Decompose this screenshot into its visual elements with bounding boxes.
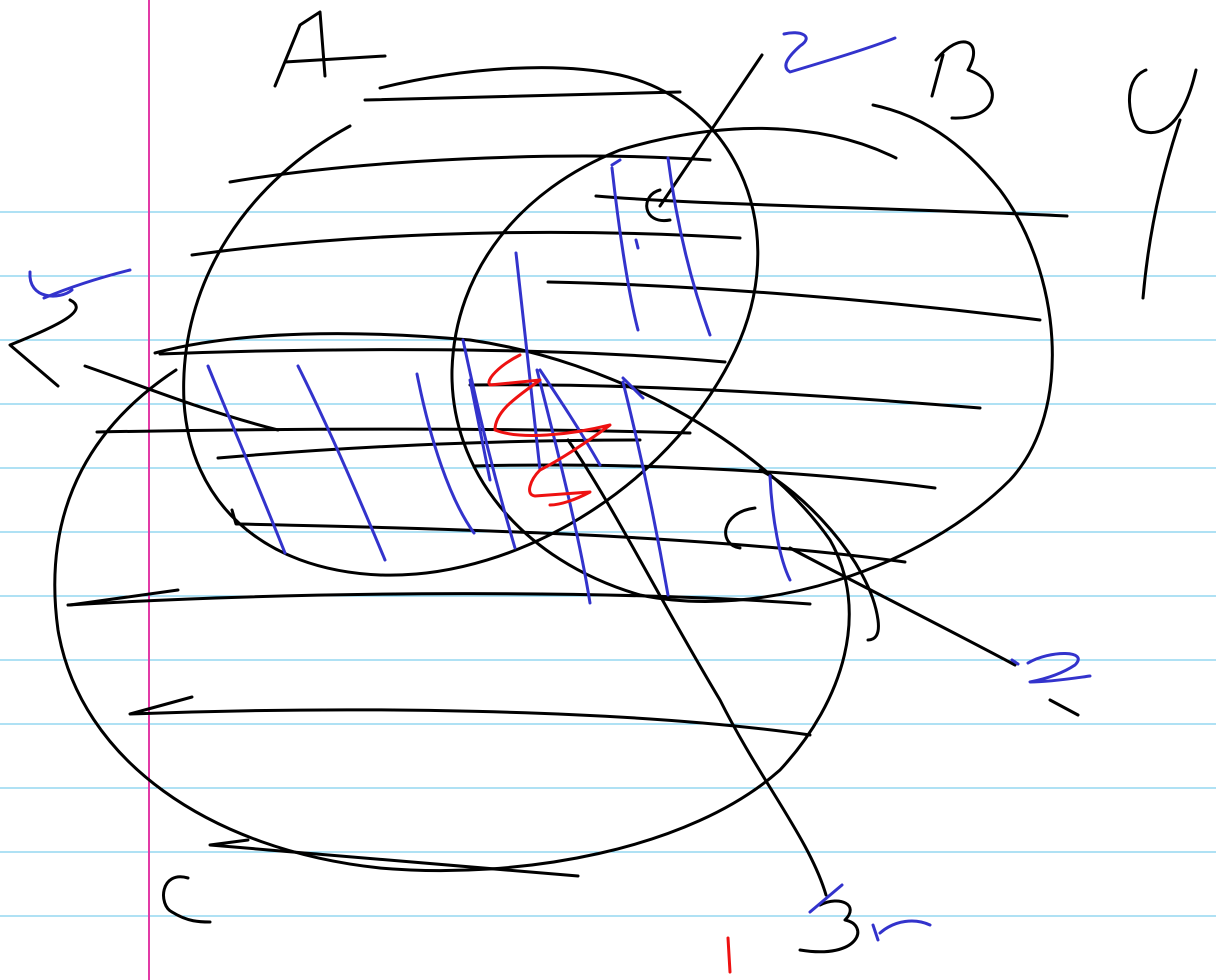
region-number-bottom-glyph (798, 883, 932, 954)
blue-minus-glyph (28, 268, 132, 300)
arrow-to-region-3 (566, 438, 828, 897)
region-number-top-glyph (782, 31, 897, 74)
ruled-lines (0, 211, 1216, 917)
set-b-label-glyph (930, 40, 994, 120)
arrow-to-region-2-top (658, 53, 764, 208)
set-b-ellipse (450, 103, 1054, 603)
red-number-1-glyph (726, 936, 732, 974)
arrow-to-left-minus (8, 298, 78, 388)
small-c-glyph (645, 188, 757, 550)
red-zigzag-intersection (487, 353, 612, 507)
arrow-to-region-2-right (788, 546, 1080, 717)
universe-bracket-glyph (1128, 68, 1198, 300)
set-c-label-glyph (162, 875, 212, 924)
blue-shading-strokes (206, 156, 792, 605)
set-a-ellipse (182, 66, 760, 577)
black-shading-strokes (66, 90, 1069, 878)
set-a-label-glyph (273, 10, 387, 88)
region-number-right-glyph (1010, 652, 1092, 684)
set-c-ellipse (53, 332, 851, 873)
